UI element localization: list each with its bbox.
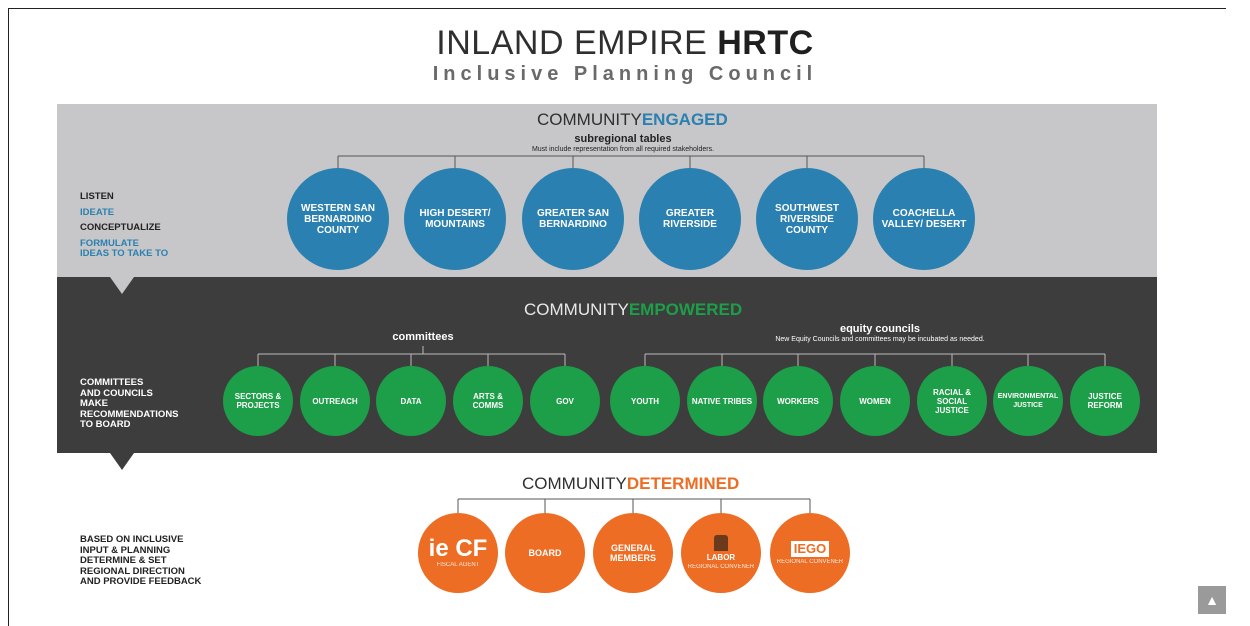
determined-heading-a: COMMUNITY bbox=[522, 474, 627, 493]
side-line: RECOMMENDATIONS bbox=[80, 408, 179, 420]
side-line: REGIONAL DIRECTION bbox=[80, 565, 185, 577]
building-icon bbox=[714, 535, 728, 551]
empowered-heading-b: EMPOWERED bbox=[628, 300, 743, 319]
frame-left-border bbox=[8, 8, 9, 626]
side-line: INPUT & PLANNING bbox=[80, 544, 171, 556]
side-line: MAKE bbox=[80, 398, 108, 409]
circle-greater-riverside: GREATER RIVERSIDE bbox=[639, 168, 741, 270]
frame-top-border bbox=[8, 8, 1226, 9]
board-label: BOARD bbox=[528, 548, 562, 558]
iecf-role: FISCAL AGENT bbox=[436, 561, 480, 568]
circle-environmental-justice: ENVIRONMENTAL JUSTICE bbox=[993, 366, 1063, 436]
determined-heading: COMMUNITYDETERMINED bbox=[522, 474, 739, 494]
circle-coachella-valley: COACHELLA VALLEY/ DESERT bbox=[873, 168, 975, 270]
side-line: AND PROVIDE FEEDBACK bbox=[80, 576, 202, 587]
circle-youth: YOUTH bbox=[610, 366, 680, 436]
arrow-down-icon bbox=[110, 453, 134, 470]
circle-high-desert: HIGH DESERT/ MOUNTAINS bbox=[404, 168, 506, 270]
committees-label: committees bbox=[392, 331, 454, 343]
side-ideas: IDEAS TO TAKE TO bbox=[80, 248, 169, 259]
title-part1: INLAND EMPIRE bbox=[436, 24, 718, 62]
engaged-heading-a: COMMUNITY bbox=[537, 110, 642, 129]
circle-data: DATA bbox=[376, 366, 446, 436]
equity-label: equity councils bbox=[839, 323, 921, 335]
equity-header: equity councils New Equity Councils and … bbox=[740, 323, 1020, 343]
side-formulate: FORMULATE bbox=[80, 237, 139, 249]
general-members-label: GENERAL MEMBERS bbox=[609, 543, 656, 563]
empowered-heading-a: COMMUNITY bbox=[524, 300, 629, 319]
engaged-side-text: LISTEN IDEATE CONCEPTUALIZE FORMULATE ID… bbox=[80, 191, 169, 260]
equity-note: New Equity Councils and committees may b… bbox=[775, 336, 985, 343]
circle-iego: IEGO REGIONAL CONVENER bbox=[770, 513, 850, 593]
side-line: COMMITTEES bbox=[80, 377, 144, 388]
circle-labor-institute: LABOR REGIONAL CONVENER bbox=[681, 513, 761, 593]
side-conceptualize: CONCEPTUALIZE bbox=[80, 222, 161, 233]
chevron-up-icon: ▲ bbox=[1205, 592, 1219, 608]
circle-outreach: OUTREACH bbox=[300, 366, 370, 436]
labor-logo-text: LABOR bbox=[706, 553, 736, 562]
circle-board: BOARD bbox=[505, 513, 585, 593]
title-part2: HRTC bbox=[717, 24, 814, 62]
side-listen: LISTEN bbox=[80, 191, 114, 202]
iecf-logo: ie CF bbox=[428, 534, 488, 562]
engaged-heading: COMMUNITYENGAGED bbox=[537, 110, 728, 130]
circle-justice-reform: JUSTICE REFORM bbox=[1070, 366, 1140, 436]
circle-arts-comms: ARTS & COMMS bbox=[453, 366, 523, 436]
iego-role: REGIONAL CONVENER bbox=[776, 558, 844, 565]
side-line: AND COUNCILS bbox=[80, 387, 153, 399]
page-subtitle: Inclusive Planning Council bbox=[432, 63, 818, 85]
empowered-heading: COMMUNITYEMPOWERED bbox=[524, 300, 742, 320]
determined-heading-b: DETERMINED bbox=[626, 474, 740, 493]
subregional-note: Must include representation from all req… bbox=[531, 146, 715, 153]
iego-logo: IEGO bbox=[790, 540, 830, 557]
circle-women: WOMEN bbox=[840, 366, 910, 436]
circle-racial-social-justice: RACIAL & SOCIAL JUSTICE bbox=[917, 366, 987, 436]
subregional-header: subregional tables Must include represen… bbox=[483, 133, 763, 153]
circle-sectors-projects: SECTORS & PROJECTS bbox=[223, 366, 293, 436]
circle-native-tribes: NATIVE TRIBES bbox=[687, 366, 757, 436]
committees-header: committees bbox=[363, 331, 483, 343]
scroll-to-top-button[interactable]: ▲ bbox=[1198, 586, 1226, 614]
side-line: TO BOARD bbox=[80, 419, 131, 430]
side-line: BASED ON INCLUSIVE bbox=[80, 534, 184, 545]
circle-gov: GOV bbox=[530, 366, 600, 436]
labor-role: REGIONAL CONVENER bbox=[687, 564, 755, 570]
circle-western-san-bernardino: WESTERN SAN BERNARDINO COUNTY bbox=[287, 168, 389, 270]
arrow-down-icon bbox=[110, 277, 134, 294]
circle-general-members: GENERAL MEMBERS bbox=[593, 513, 673, 593]
side-line: DETERMINE & SET bbox=[80, 555, 167, 566]
subregional-label: subregional tables bbox=[574, 133, 672, 145]
circle-workers: WORKERS bbox=[763, 366, 833, 436]
determined-side-text: BASED ON INCLUSIVE INPUT & PLANNING DETE… bbox=[80, 534, 202, 588]
circle-southwest-riverside: SOUTHWEST RIVERSIDE COUNTY bbox=[756, 168, 858, 270]
circle-greater-san-bernardino: GREATER SAN BERNARDINO bbox=[522, 168, 624, 270]
empowered-side-text: COMMITTEES AND COUNCILS MAKE RECOMMENDAT… bbox=[80, 377, 179, 431]
page-title: INLAND EMPIRE HRTC bbox=[0, 24, 1250, 63]
circle-iecf: ie CF FISCAL AGENT bbox=[418, 513, 498, 593]
engaged-heading-b: ENGAGED bbox=[641, 110, 728, 129]
side-ideate: IDEATE bbox=[80, 206, 115, 218]
